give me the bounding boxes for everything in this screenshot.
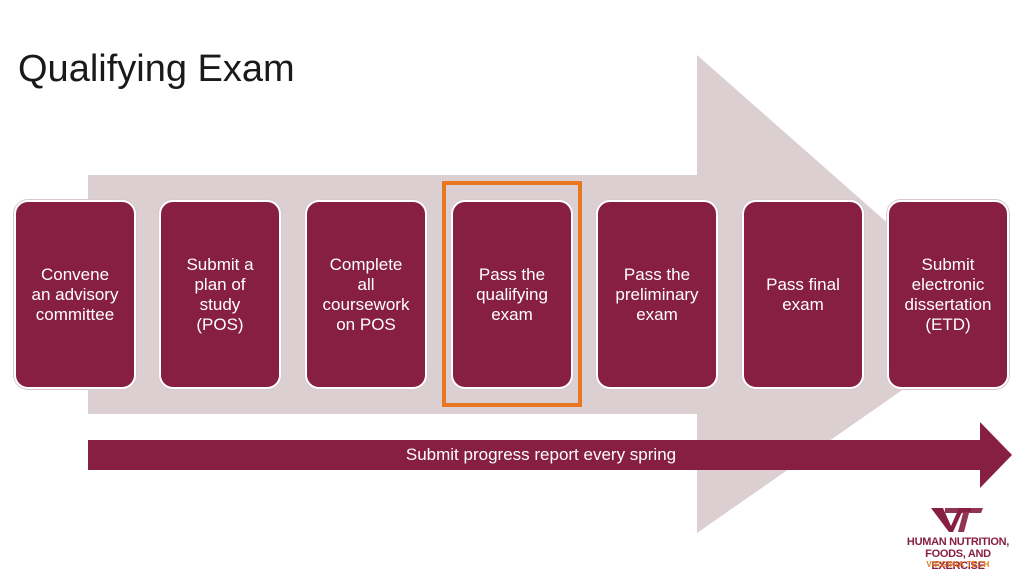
step-convene-committee: Convene an advisory committee — [14, 200, 136, 389]
page-title: Qualifying Exam — [18, 48, 295, 90]
step-label: Pass the preliminary exam — [615, 264, 699, 324]
step-pass-final-exam: Pass final exam — [742, 200, 864, 389]
current-step-highlight — [442, 181, 582, 407]
progress-report-arrow — [88, 422, 1012, 488]
logo-text-line3: VIRGINIA TECH — [926, 560, 990, 569]
progress-report-label: Submit progress report every spring — [405, 445, 677, 464]
vt-logo-icon — [931, 508, 983, 532]
logo-text-line1: HUMAN NUTRITION, — [906, 536, 1010, 548]
step-pass-qualifying-exam: Pass the qualifying exam — [451, 200, 573, 389]
step-label: Submit electronic dissertation (ETD) — [904, 254, 992, 334]
step-label: Pass final exam — [766, 274, 840, 314]
step-submit-etd: Submit electronic dissertation (ETD) — [887, 200, 1009, 389]
step-pass-preliminary-exam: Pass the preliminary exam — [596, 200, 718, 389]
logo-text-line2: FOODS, AND EXERCISE — [925, 548, 991, 572]
step-label: Complete all coursework on POS — [322, 254, 410, 334]
step-label: Convene an advisory committee — [31, 264, 119, 324]
step-complete-coursework: Complete all coursework on POS — [305, 200, 427, 389]
step-label: Pass the qualifying exam — [476, 264, 548, 324]
step-label: Submit a plan of study (POS) — [186, 254, 254, 334]
step-submit-plan-of-study: Submit a plan of study (POS) — [159, 200, 281, 389]
university-logo: HUMAN NUTRITION, FOODS, AND EXERCISE VIR… — [903, 506, 1013, 572]
